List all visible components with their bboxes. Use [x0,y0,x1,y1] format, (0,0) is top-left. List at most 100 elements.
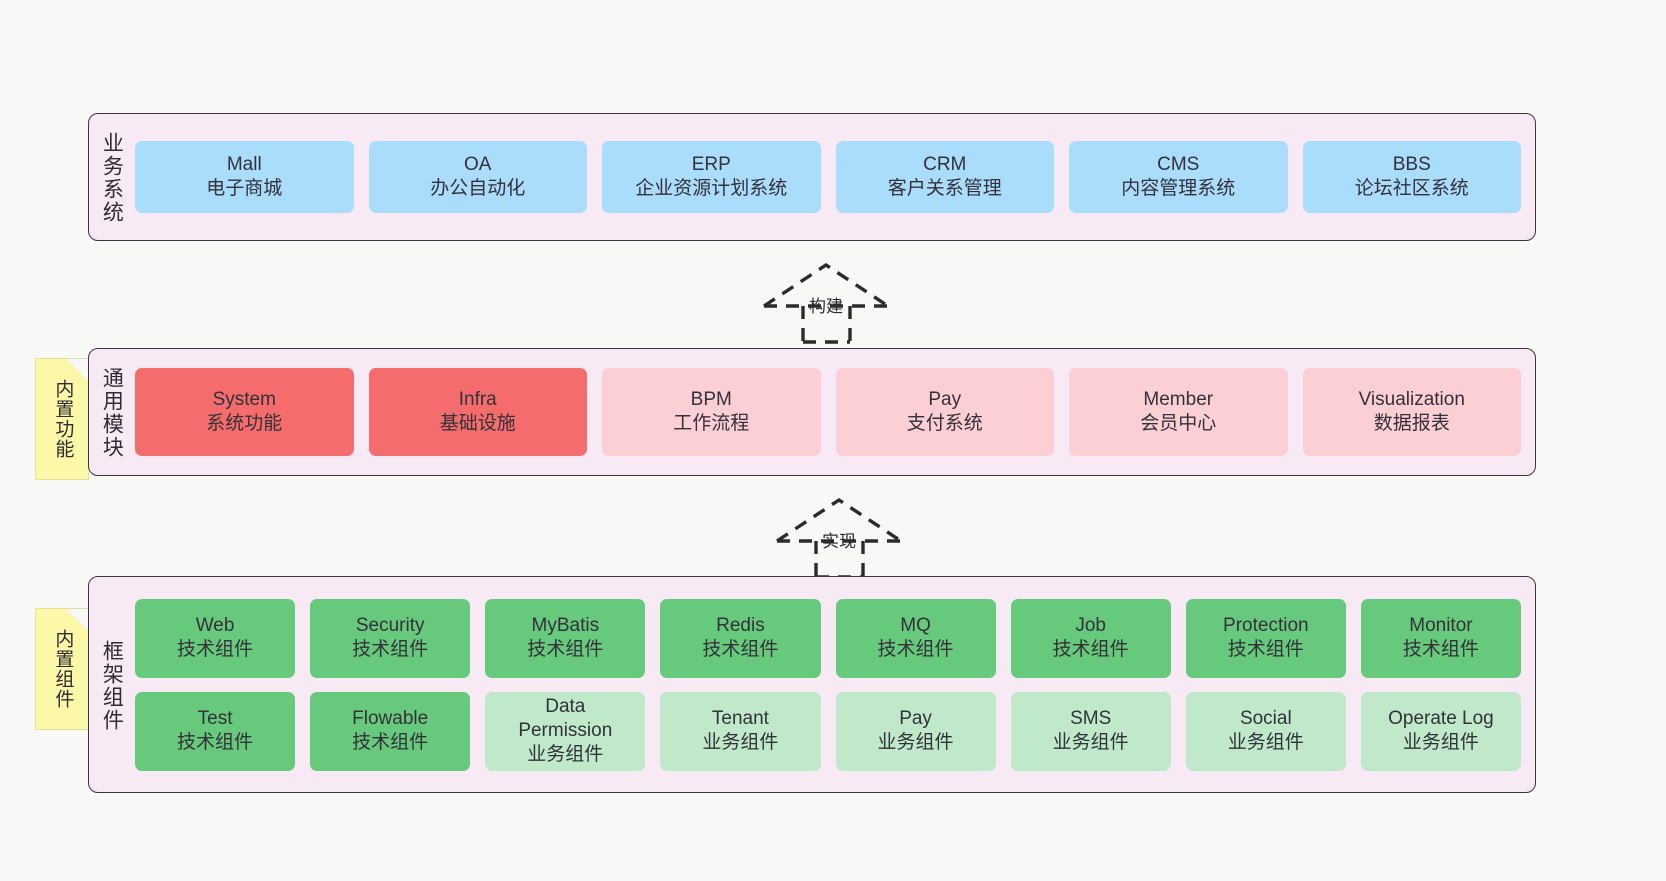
card-operate-log-desc: 业务组件 [1402,732,1479,753]
layer-common-cards: System 系统功能 Infra 基础设施 BPM 工作流程 Pay 支付系统… [133,349,1535,475]
card-oa[interactable]: OA 办公自动化 [368,141,587,213]
card-bbs-name: BBS [1392,153,1431,175]
layer-business-title: 业务系统 [100,132,124,224]
card-operate-log-name: Operate Log [1388,707,1494,729]
card-data-permission-name2: Permission [518,719,613,741]
card-bbs-desc: 论坛社区系统 [1354,178,1469,199]
card-system-desc: 系统功能 [206,413,283,434]
card-redis-desc: 技术组件 [702,639,779,660]
card-security-name: Security [355,614,425,636]
card-mybatis-desc: 技术组件 [527,639,604,660]
card-visualization-desc: 数据报表 [1373,413,1450,434]
card-erp[interactable]: ERP 企业资源计划系统 [602,141,821,213]
card-test-desc: 技术组件 [177,732,254,753]
card-bpm[interactable]: BPM 工作流程 [602,368,821,456]
card-infra[interactable]: Infra 基础设施 [368,368,587,456]
card-test-name: Test [197,707,233,729]
card-oa-name: OA [464,153,492,175]
card-sms-name: SMS [1070,707,1112,729]
layer-common-module: 通用模块 System 系统功能 Infra 基础设施 BPM 工作流程 Pay… [88,348,1536,476]
card-social-name: Social [1239,707,1292,729]
card-protection-name: Protection [1223,614,1309,636]
card-mall-desc: 电子商城 [206,178,283,199]
card-mall[interactable]: Mall 电子商城 [135,141,354,213]
card-erp-name: ERP [691,153,731,175]
card-redis-name: Redis [716,614,765,636]
layer-framework-title: 框架组件 [100,639,124,732]
card-redis[interactable]: Redis 技术组件 [660,598,821,678]
card-test[interactable]: Test 技术组件 [135,691,296,771]
connector-implement-arrow [776,497,902,579]
card-data-permission[interactable]: Data Permission 业务组件 [485,691,646,771]
card-bbs[interactable]: BBS 论坛社区系统 [1302,141,1521,213]
card-tenant-name: Tenant [711,707,769,729]
card-mq-name: MQ [900,614,931,636]
card-cms[interactable]: CMS 内容管理系统 [1069,141,1288,213]
card-mq[interactable]: MQ 技术组件 [835,598,996,678]
layer-framework-component: 框架组件 Web 技术组件 Security 技术组件 MyBatis 技术组件… [88,576,1536,793]
card-cms-name: CMS [1157,153,1200,175]
connector-implement: 实现 [768,493,918,579]
card-mybatis-name: MyBatis [531,614,600,636]
card-web-name: Web [195,614,235,636]
layer-common-title: 通用模块 [100,367,124,459]
card-job[interactable]: Job 技术组件 [1010,598,1171,678]
card-monitor-desc: 技术组件 [1402,639,1479,660]
card-mq-desc: 技术组件 [877,639,954,660]
card-bpm-name: BPM [690,388,732,410]
card-pay-common[interactable]: Pay 支付系统 [835,368,1054,456]
framework-row-technical: Web 技术组件 Security 技术组件 MyBatis 技术组件 Redi… [135,598,1521,678]
card-pay-common-desc: 支付系统 [906,413,983,434]
card-flowable-name: Flowable [352,707,429,729]
card-member[interactable]: Member 会员中心 [1069,368,1288,456]
note-builtin-features-label: 内置功能 [52,379,74,459]
connector-build: 构建 [755,258,905,344]
card-pay-common-name: Pay [928,388,962,410]
card-pay-framework-name: Pay [899,707,932,729]
card-pay-framework[interactable]: Pay 业务组件 [835,691,996,771]
card-mall-name: Mall [226,153,262,175]
card-system[interactable]: System 系统功能 [135,368,354,456]
framework-row-business: Test 技术组件 Flowable 技术组件 Data Permission … [135,691,1521,771]
connector-build-label: 构建 [809,297,843,316]
card-visualization[interactable]: Visualization 数据报表 [1302,368,1521,456]
card-mybatis[interactable]: MyBatis 技术组件 [485,598,646,678]
card-visualization-name: Visualization [1358,388,1465,410]
card-infra-name: Infra [458,388,497,410]
card-cms-desc: 内容管理系统 [1121,178,1236,199]
card-flowable[interactable]: Flowable 技术组件 [310,691,471,771]
card-infra-desc: 基础设施 [439,413,516,434]
card-security[interactable]: Security 技术组件 [310,598,471,678]
card-system-name: System [212,388,276,410]
card-oa-desc: 办公自动化 [430,178,526,199]
note-builtin-components-label: 内置组件 [52,629,74,709]
card-social[interactable]: Social 业务组件 [1185,691,1346,771]
card-social-desc: 业务组件 [1227,732,1304,753]
card-tenant[interactable]: Tenant 业务组件 [660,691,821,771]
card-crm-name: CRM [923,153,967,175]
card-member-name: Member [1143,388,1214,410]
card-sms[interactable]: SMS 业务组件 [1010,691,1171,771]
card-web[interactable]: Web 技术组件 [135,598,296,678]
card-security-desc: 技术组件 [352,639,429,660]
note-builtin-components: 内置组件 [35,608,89,730]
card-monitor[interactable]: Monitor 技术组件 [1360,598,1521,678]
card-data-permission-desc: 业务组件 [527,744,604,766]
layer-framework-cards: Web 技术组件 Security 技术组件 MyBatis 技术组件 Redi… [133,577,1535,792]
note-builtin-features: 内置功能 [35,358,89,480]
card-operate-log[interactable]: Operate Log 业务组件 [1360,691,1521,771]
card-job-desc: 技术组件 [1052,639,1129,660]
card-tenant-desc: 业务组件 [702,732,779,753]
card-protection[interactable]: Protection 技术组件 [1185,598,1346,678]
connector-build-arrow [763,262,889,344]
card-crm[interactable]: CRM 客户关系管理 [835,141,1054,213]
card-job-name: Job [1075,614,1106,636]
card-web-desc: 技术组件 [177,639,254,660]
card-member-desc: 会员中心 [1140,413,1217,434]
card-sms-desc: 业务组件 [1052,732,1129,753]
connector-implement-label: 实现 [822,532,856,551]
card-bpm-desc: 工作流程 [673,413,750,434]
layer-business-system: 业务系统 Mall 电子商城 OA 办公自动化 ERP 企业资源计划系统 CRM… [88,113,1536,241]
card-pay-framework-desc: 业务组件 [877,732,954,753]
